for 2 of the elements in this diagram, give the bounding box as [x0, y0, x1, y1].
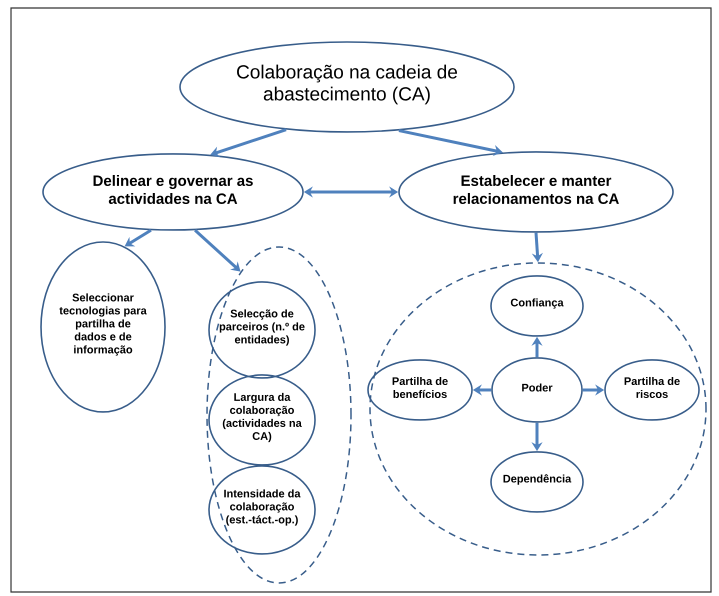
group-ellipse — [206, 246, 352, 584]
group-ellipse — [369, 262, 707, 556]
